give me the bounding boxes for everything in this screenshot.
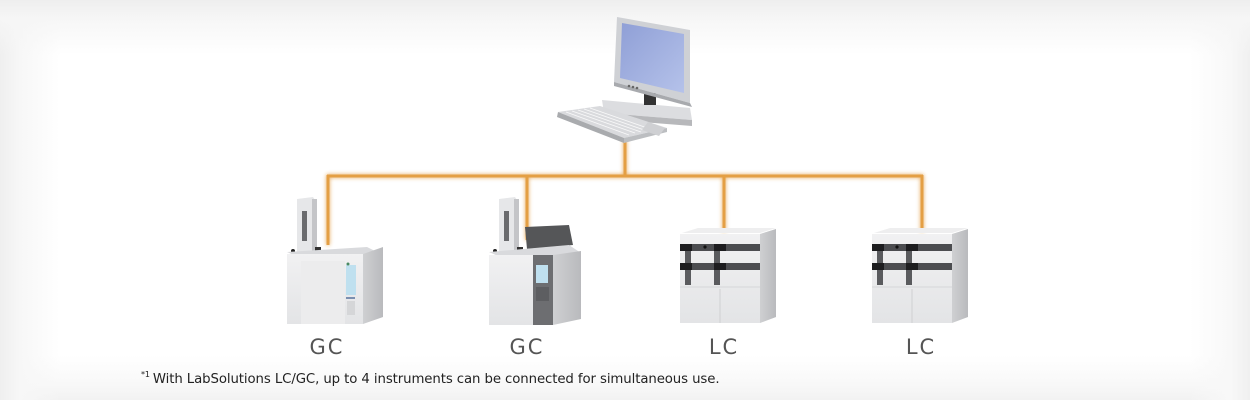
footnote-marker: *1 [141, 370, 150, 379]
instrument-label-gc-1: GC [309, 335, 345, 359]
gas-chromatograph-icon [489, 197, 581, 325]
instrument-label-gc-2: GC [509, 335, 545, 359]
instrument-label-lc-1: LC [708, 335, 740, 359]
footnote-text: With LabSolutions LC/GC, up to 4 instrum… [152, 372, 720, 387]
gas-chromatograph-icon [287, 197, 383, 324]
liquid-chromatograph-icon [872, 228, 968, 323]
liquid-chromatograph-icon [680, 228, 776, 323]
instrument-label-lc-2: LC [905, 335, 937, 359]
connector-lines [326, 140, 924, 245]
computer-icon [557, 17, 692, 143]
